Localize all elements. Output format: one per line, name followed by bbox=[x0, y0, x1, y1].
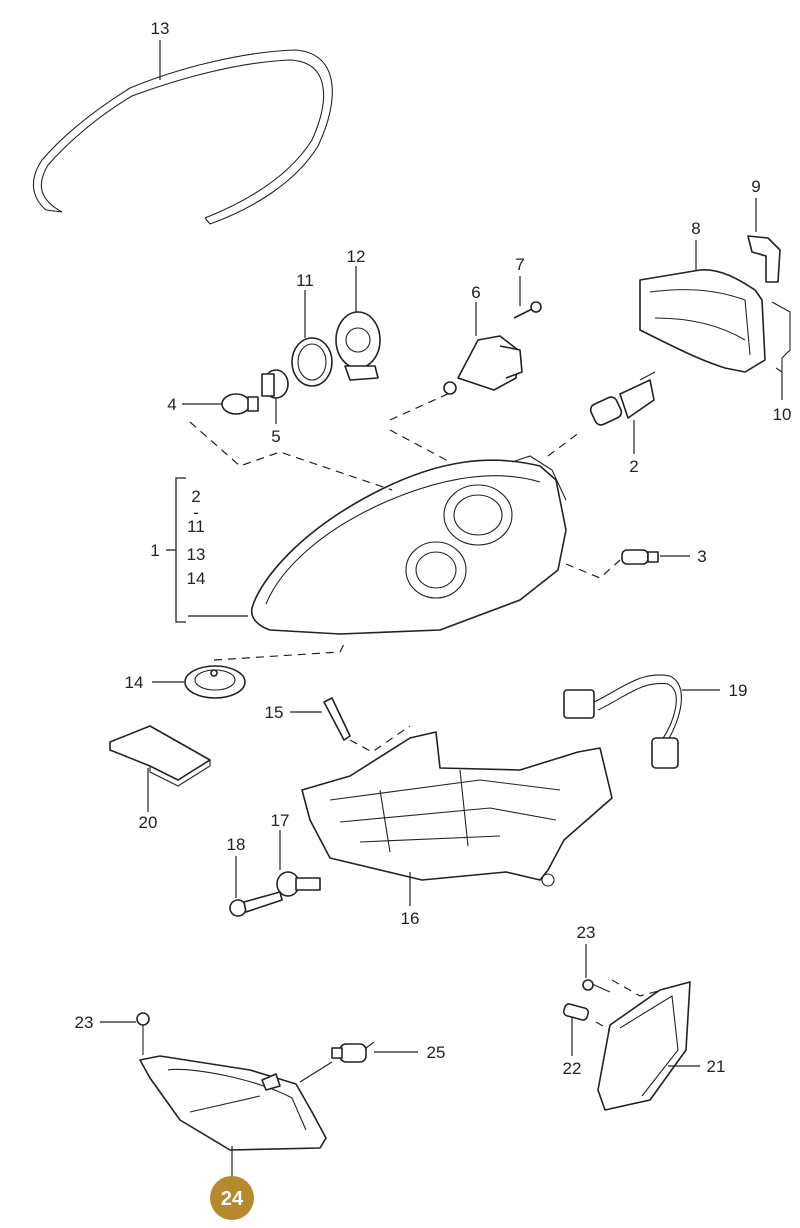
wire-clip-part bbox=[771, 301, 791, 374]
assembly-dash-lines bbox=[189, 391, 663, 1031]
pad-part bbox=[109, 725, 211, 787]
callout-22: 22 bbox=[563, 1059, 582, 1078]
main-bulb-part bbox=[589, 371, 656, 426]
bolt-part bbox=[229, 891, 283, 917]
callout-25: 25 bbox=[427, 1043, 446, 1062]
bushing-part bbox=[276, 871, 321, 897]
small-bulb-part bbox=[221, 393, 259, 415]
callout-7: 7 bbox=[515, 255, 524, 274]
seal-strip-part bbox=[32, 49, 333, 225]
callout-23-upper: 23 bbox=[577, 923, 596, 942]
screw-lower-part bbox=[136, 1012, 150, 1055]
callout-16: 16 bbox=[401, 909, 420, 928]
hose-part bbox=[747, 235, 781, 283]
group-list-item-2: 2 bbox=[191, 487, 200, 506]
callout-24: 24 bbox=[221, 1188, 244, 1210]
side-bulb-part bbox=[621, 549, 659, 565]
callout-labels: 13 8 9 10 11 12 6 7 4 5 2 3 1 2 - 11 13 … bbox=[75, 19, 792, 1078]
fog-light-part bbox=[139, 1055, 327, 1151]
callout-9: 9 bbox=[751, 177, 760, 196]
callout-5: 5 bbox=[271, 427, 280, 446]
callout-20: 20 bbox=[139, 813, 158, 832]
callout-19: 19 bbox=[729, 681, 748, 700]
callout-10: 10 bbox=[773, 405, 792, 424]
callout-4: 4 bbox=[167, 395, 176, 414]
callout-17: 17 bbox=[271, 811, 290, 830]
levelling-motor-part bbox=[443, 335, 523, 395]
group-bracket bbox=[166, 477, 186, 623]
screw-upper-part bbox=[582, 979, 611, 993]
callout-3: 3 bbox=[697, 547, 706, 566]
leader-lines bbox=[100, 40, 783, 1180]
callout-23-lower: 23 bbox=[75, 1013, 94, 1032]
callout-11: 11 bbox=[296, 271, 314, 290]
cap-part bbox=[335, 311, 381, 381]
callout-15: 15 bbox=[265, 703, 284, 722]
highlight-badge-24[interactable]: 24 bbox=[210, 1176, 254, 1220]
callout-21: 21 bbox=[707, 1057, 726, 1076]
callout-14: 14 bbox=[125, 673, 144, 692]
group-list-separator: - bbox=[193, 503, 199, 522]
callout-18: 18 bbox=[227, 835, 246, 854]
callout-13: 13 bbox=[151, 19, 170, 38]
callout-6: 6 bbox=[471, 283, 480, 302]
group-list-item-13: 13 bbox=[187, 545, 206, 564]
group-list-item-14: 14 bbox=[187, 569, 206, 588]
group-list-item-11: 11 bbox=[187, 517, 205, 536]
bracket-clip-part bbox=[323, 697, 351, 741]
mounting-frame-part bbox=[301, 731, 613, 887]
bulb-holder-part bbox=[261, 369, 289, 399]
wiring-harness-part bbox=[563, 674, 682, 769]
side-indicator-part bbox=[597, 981, 691, 1111]
callout-1: 1 bbox=[150, 541, 159, 560]
highlight-badge-circle bbox=[210, 1176, 254, 1220]
callout-2: 2 bbox=[629, 457, 638, 476]
screw-part bbox=[513, 301, 542, 319]
headlamp-assembly-part bbox=[250, 455, 567, 635]
callout-8: 8 bbox=[691, 219, 700, 238]
socket-ring-part bbox=[291, 337, 333, 387]
cover-housing-part bbox=[639, 269, 766, 373]
grommet-cap-part bbox=[184, 665, 246, 699]
callout-12: 12 bbox=[347, 247, 366, 266]
indicator-bulb-part bbox=[562, 1003, 590, 1021]
fog-bulb-part bbox=[331, 1041, 375, 1063]
